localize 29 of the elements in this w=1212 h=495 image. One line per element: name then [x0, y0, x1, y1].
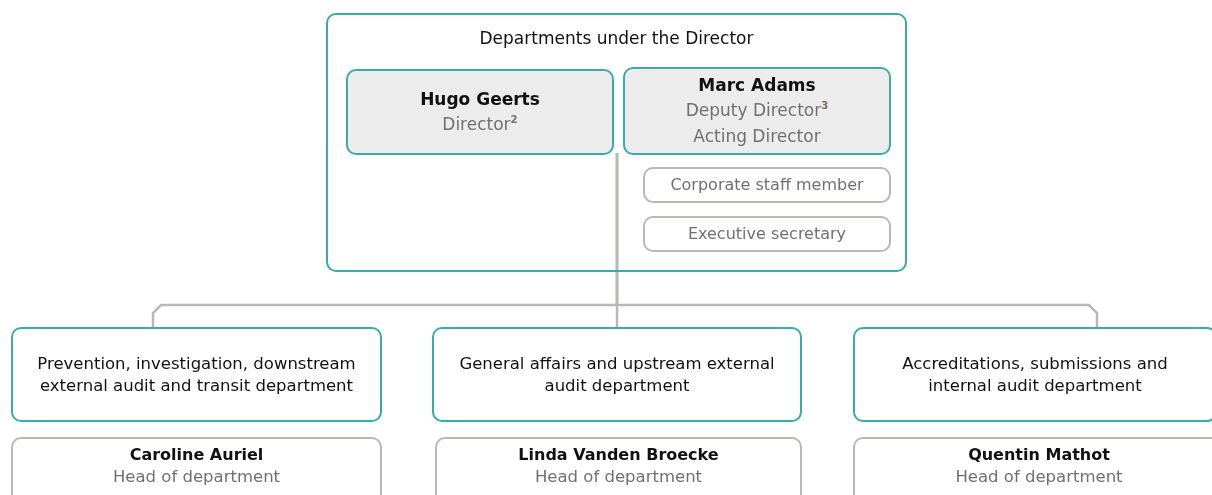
job-title: Head of department	[112, 465, 281, 488]
group-panel	[326, 13, 907, 272]
role-box	[643, 167, 891, 203]
group-title: Departments under the Director	[479, 27, 754, 50]
department-name: General affairs and upstream external audit department	[458, 353, 776, 396]
job-title: Head of department	[534, 465, 703, 488]
department-name: Prevention, investigation, downstream external audit and transit department	[36, 353, 357, 396]
person-name: Marc Adams	[698, 73, 816, 97]
connector-line	[615, 153, 1099, 327]
person-name: Hugo Geerts	[420, 87, 540, 111]
person-box	[346, 69, 614, 155]
person-name: Quentin Mathot	[968, 445, 1110, 466]
department-name: Accreditations, submissions and internal audit department	[901, 353, 1169, 396]
job-title: Director$^{2}$	[442, 113, 518, 136]
job-title: Deputy Director$^{3}$	[685, 99, 829, 123]
role-label: Corporate staff member	[670, 174, 864, 196]
person-box	[853, 437, 1212, 495]
role-box	[643, 216, 891, 252]
department-box	[432, 327, 802, 422]
department-box	[853, 327, 1212, 422]
person-name: Linda Vanden Broecke	[518, 445, 719, 466]
department-box	[11, 327, 382, 422]
role-label: Executive secretary	[687, 223, 847, 245]
person-name: Caroline Auriel	[129, 445, 264, 466]
job-title: Acting Director	[693, 124, 821, 148]
job-title: Head of department	[955, 465, 1123, 488]
person-box	[623, 67, 891, 155]
person-box	[435, 437, 802, 495]
person-box	[11, 437, 382, 495]
